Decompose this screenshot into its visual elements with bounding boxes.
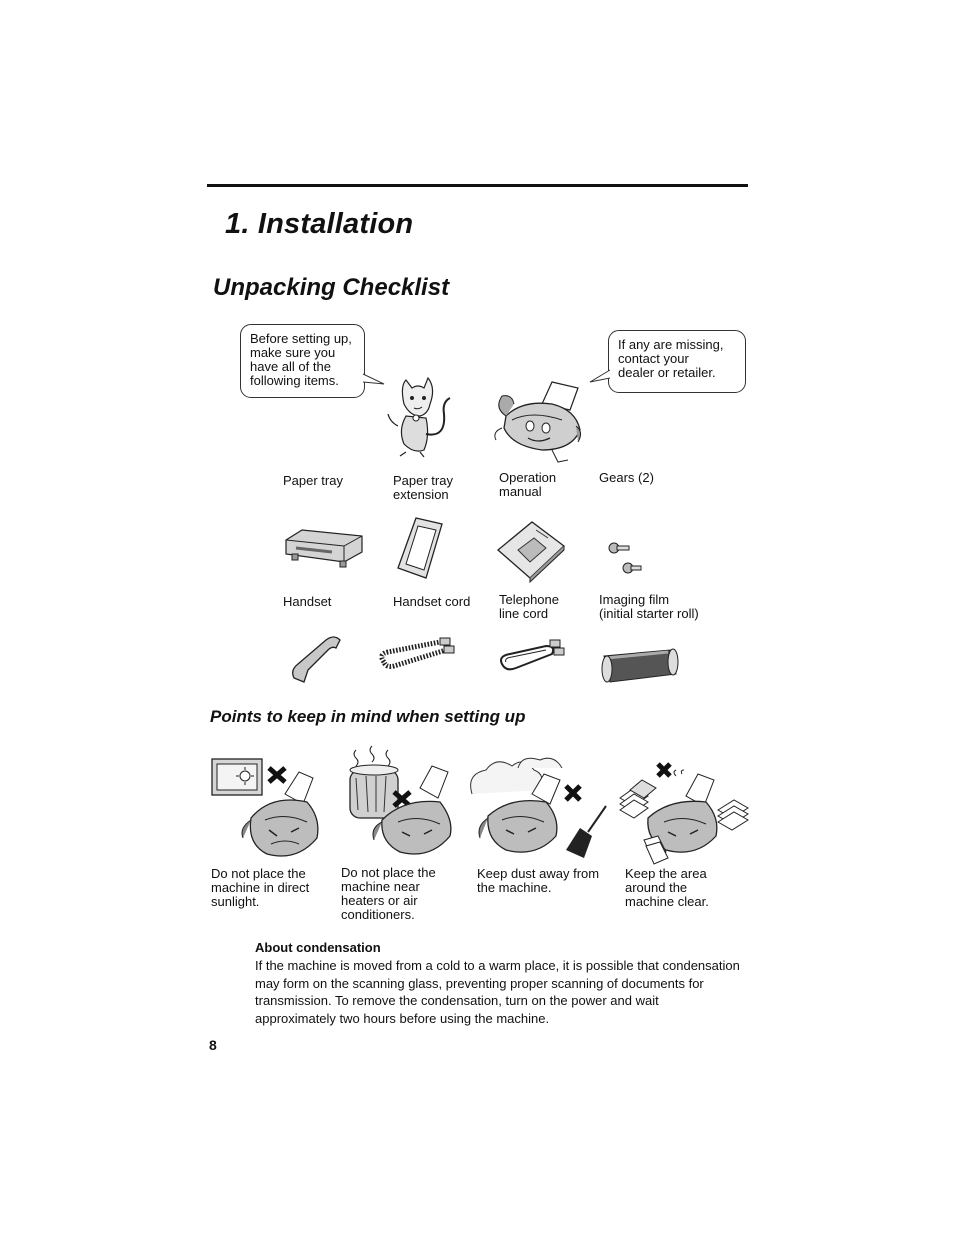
point-caption-heaters: Do not place the machine near heaters or…	[341, 865, 436, 922]
speech-bubble-right: If any are missing, contact your dealer …	[608, 330, 746, 393]
item-label-imaging-film: Imaging film (initial starter roll)	[599, 592, 699, 621]
speech-bubble-left: Before setting up, make sure you have al…	[240, 324, 365, 398]
paper-tray-icon	[285, 529, 363, 568]
section-title: Unpacking Checklist	[213, 274, 450, 301]
item-label-telephone-line-cord: Telephone line cord	[499, 592, 559, 621]
item-label-paper-tray: Paper tray	[283, 473, 343, 488]
condensation-body: If the machine is moved from a cold to a…	[255, 958, 740, 1026]
chapter-title: 1. Installation	[225, 208, 414, 240]
cat-mascot-icon	[387, 376, 451, 458]
condensation-title: About condensation	[255, 940, 381, 955]
handset-icon	[292, 636, 341, 683]
gears-icon	[608, 542, 642, 574]
clutter-fax-icon	[619, 762, 749, 865]
imaging-film-icon	[601, 648, 679, 683]
paper-tray-extension-icon	[397, 517, 443, 579]
point-caption-sunlight: Do not place the machine in direct sunli…	[211, 866, 310, 909]
points-title: Points to keep in mind when setting up	[210, 707, 526, 726]
item-label-operation-manual: Operation manual	[499, 470, 557, 499]
fax-mascot-icon	[494, 381, 582, 463]
telephone-line-cord-icon	[500, 639, 565, 671]
heater-fax-icon	[349, 745, 452, 855]
header-rule	[207, 184, 748, 187]
bubble-right-tail	[589, 369, 611, 383]
handset-cord-icon	[379, 637, 455, 669]
point-caption-clear-area: Keep the area around the machine clear.	[625, 866, 709, 909]
item-label-handset-cord: Handset cord	[393, 594, 471, 609]
item-label-handset: Handset	[283, 594, 332, 609]
point-caption-dust: Keep dust away from the machine.	[477, 866, 600, 895]
bubble-left-tail	[362, 373, 385, 385]
operation-manual-icon	[496, 521, 566, 584]
page-number: 8	[209, 1037, 217, 1053]
dust-fax-icon	[470, 757, 607, 858]
item-label-paper-tray-extension: Paper tray extension	[393, 473, 453, 502]
sunlight-fax-icon	[211, 758, 319, 857]
item-label-gears: Gears (2)	[599, 470, 654, 485]
